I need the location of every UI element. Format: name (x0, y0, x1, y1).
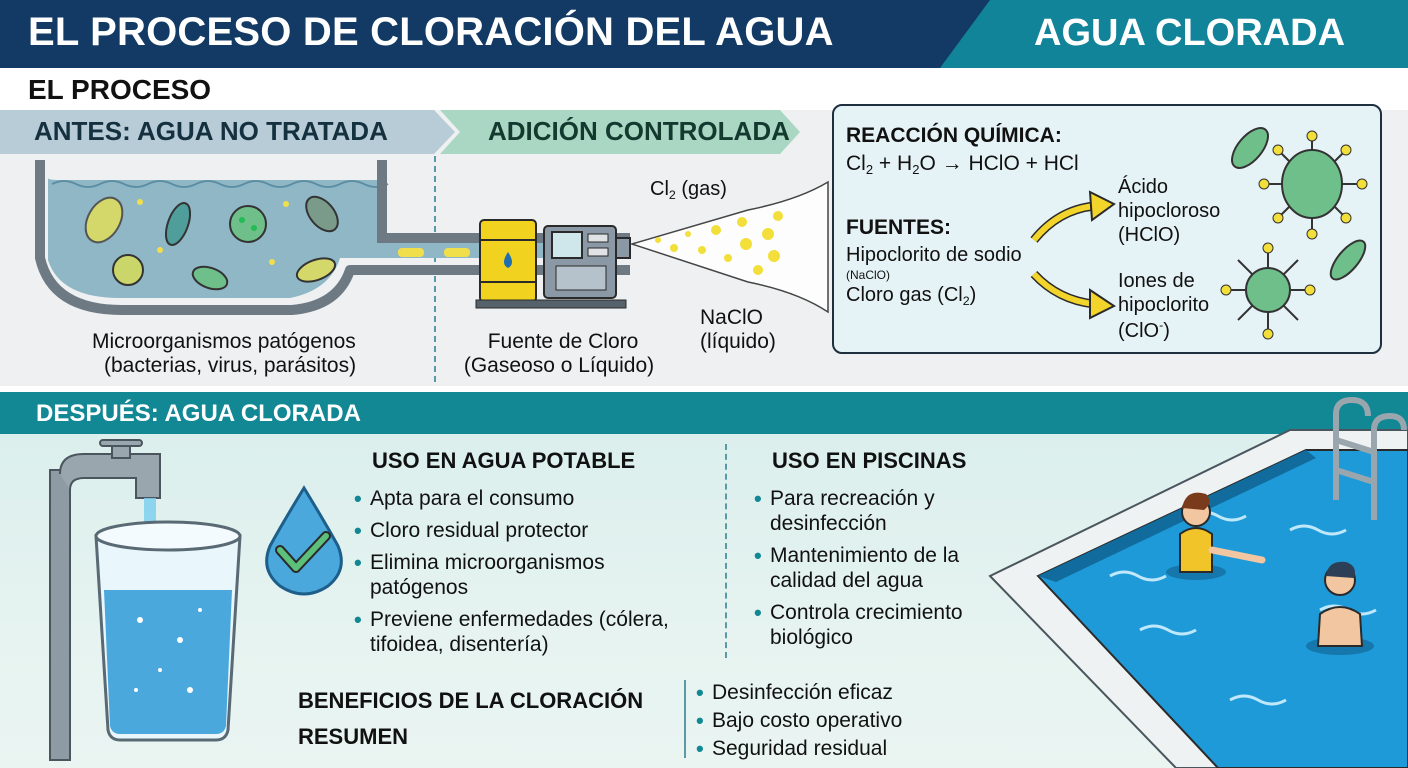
header-right-band (940, 0, 1408, 68)
tank-wall (35, 160, 630, 315)
bacteria-icon (1231, 127, 1269, 169)
reaction-equation: Cl2 + H2O → HClO + HCl (846, 152, 1079, 177)
product-1-l1: Ácido (1118, 176, 1169, 198)
virus-icon (229, 205, 267, 243)
list-item: •Mantenimiento de la calidad del agua (754, 543, 960, 592)
particle (283, 201, 289, 207)
bullet-icon: • (696, 736, 704, 761)
source-label-1: Fuente de Cloro (487, 330, 639, 353)
side-title: AGUA CLORADA (1034, 12, 1346, 54)
particle (269, 259, 275, 265)
bullet-icon: • (354, 550, 362, 575)
reaction-arrows (1030, 190, 1116, 320)
benefits-heading-2: RESUMEN (298, 724, 409, 749)
gas-label: Cl2 (gas) (650, 178, 727, 202)
list-item: •Apta para el consumo (354, 486, 575, 511)
particle (157, 247, 163, 253)
water-waves (51, 180, 389, 188)
bullet-icon: • (354, 486, 362, 511)
benefits-list: •Desinfección eficaz •Bajo costo operati… (696, 680, 976, 761)
list-item: •Cloro residual protector (354, 518, 589, 543)
untreated-water (48, 178, 630, 298)
step-bar-antes (0, 110, 455, 154)
product-1-l3: (HClO) (1118, 224, 1181, 246)
faucet-glass-illustration (49, 439, 242, 761)
fuente-1: Hipoclorito de sodio (846, 244, 1022, 266)
bacteria-icon (1329, 239, 1367, 281)
liquid-label-1: NaClO (700, 306, 764, 329)
list-item: •Elimina microorganismos patógenos (354, 550, 605, 599)
product-2-l3: (ClO-) (1118, 318, 1170, 342)
arrow-down-icon (1031, 271, 1095, 307)
bullet-icon: • (754, 543, 762, 568)
after-bar (0, 392, 1408, 434)
step-adicion-label: ADICIÓN CONTROLADA (488, 116, 790, 146)
product-2-l2: hipoclorito (1118, 294, 1210, 316)
dosing-pump-icon (475, 219, 631, 309)
bacteria-icon (191, 265, 229, 291)
bullet-icon: • (696, 708, 704, 733)
list-item: •Previene enfermedades (cólera, tifoidea… (354, 607, 669, 656)
step-antes-label: ANTES: AGUA NO TRATADA (34, 116, 388, 146)
bacteria-icon (84, 196, 124, 244)
after-title: DESPUÉS: AGUA CLORADA (36, 400, 361, 427)
water-drop-check-icon (265, 485, 343, 596)
virus-icon (112, 254, 144, 286)
chlorine-particle (398, 248, 424, 257)
bacteria-icon (164, 202, 192, 246)
swimmer-man-icon (1306, 561, 1374, 655)
list-item: •Controla crecimiento biológico (754, 600, 963, 649)
chlorine-particle (444, 248, 470, 257)
bullet-icon: • (354, 518, 362, 543)
bullet-icon: • (696, 680, 704, 705)
arrow-up-icon (1031, 203, 1095, 242)
faucet-icon (49, 439, 161, 761)
page-title: EL PROCESO DE CLORACIÓN DEL AGUA (28, 10, 834, 54)
bullet-icon: • (754, 486, 762, 511)
benefits-divider (684, 680, 686, 758)
potable-list: •Apta para el consumo •Cloro residual pr… (354, 486, 694, 664)
virus-icon (1220, 242, 1316, 340)
piscinas-heading: USO EN PISCINAS (772, 448, 967, 473)
step-bar-adicion (440, 110, 800, 154)
product-2-l1: Iones de (1118, 270, 1195, 292)
source-label-2: (Gaseoso o Líquido) (463, 354, 655, 377)
product-1-l2: hipocloroso (1118, 200, 1221, 222)
dashed-divider (725, 444, 727, 658)
bacteria-icon (295, 257, 337, 283)
benefits-heading-1: BENEFICIOS DE LA CLORACIÓN (298, 688, 644, 713)
swimmer-woman-icon (1166, 492, 1266, 580)
drop-icon (504, 252, 512, 268)
tank-label-2: (bacterias, virus, parásitos) (104, 354, 357, 377)
pool-ladder-icon (1333, 396, 1407, 520)
fuente-1-formula: (NaClO) (846, 268, 890, 282)
virus-icon (1258, 130, 1368, 240)
section-title: EL PROCESO (28, 74, 212, 105)
particle (137, 199, 143, 205)
fuente-2: Cloro gas (Cl2) (846, 284, 977, 308)
tank-illustration (35, 160, 630, 315)
bullet-icon: • (754, 600, 762, 625)
list-item: •Seguridad residual (696, 736, 888, 761)
list-item: •Bajo costo operativo (696, 708, 903, 733)
pool-icon (988, 396, 1408, 768)
fuentes-title: FUENTES: (846, 216, 951, 239)
reaction-microbes (1220, 127, 1368, 340)
bullet-icon: • (354, 607, 362, 632)
liquid-label-2: (líquido) (700, 330, 776, 353)
spray-cone (629, 180, 829, 314)
piscinas-list: •Para recreación y desinfección •Manteni… (754, 486, 994, 657)
list-item: •Para recreación y desinfección (754, 486, 935, 535)
bacteria-icon (305, 195, 339, 233)
glass-icon (94, 520, 242, 742)
reaction-title: REACCIÓN QUÍMICA: (846, 124, 1062, 147)
tank-label-1: Microorganismos patógenos (92, 330, 356, 353)
list-item: •Desinfección eficaz (696, 680, 893, 705)
potable-heading: USO EN AGUA POTABLE (372, 448, 636, 473)
